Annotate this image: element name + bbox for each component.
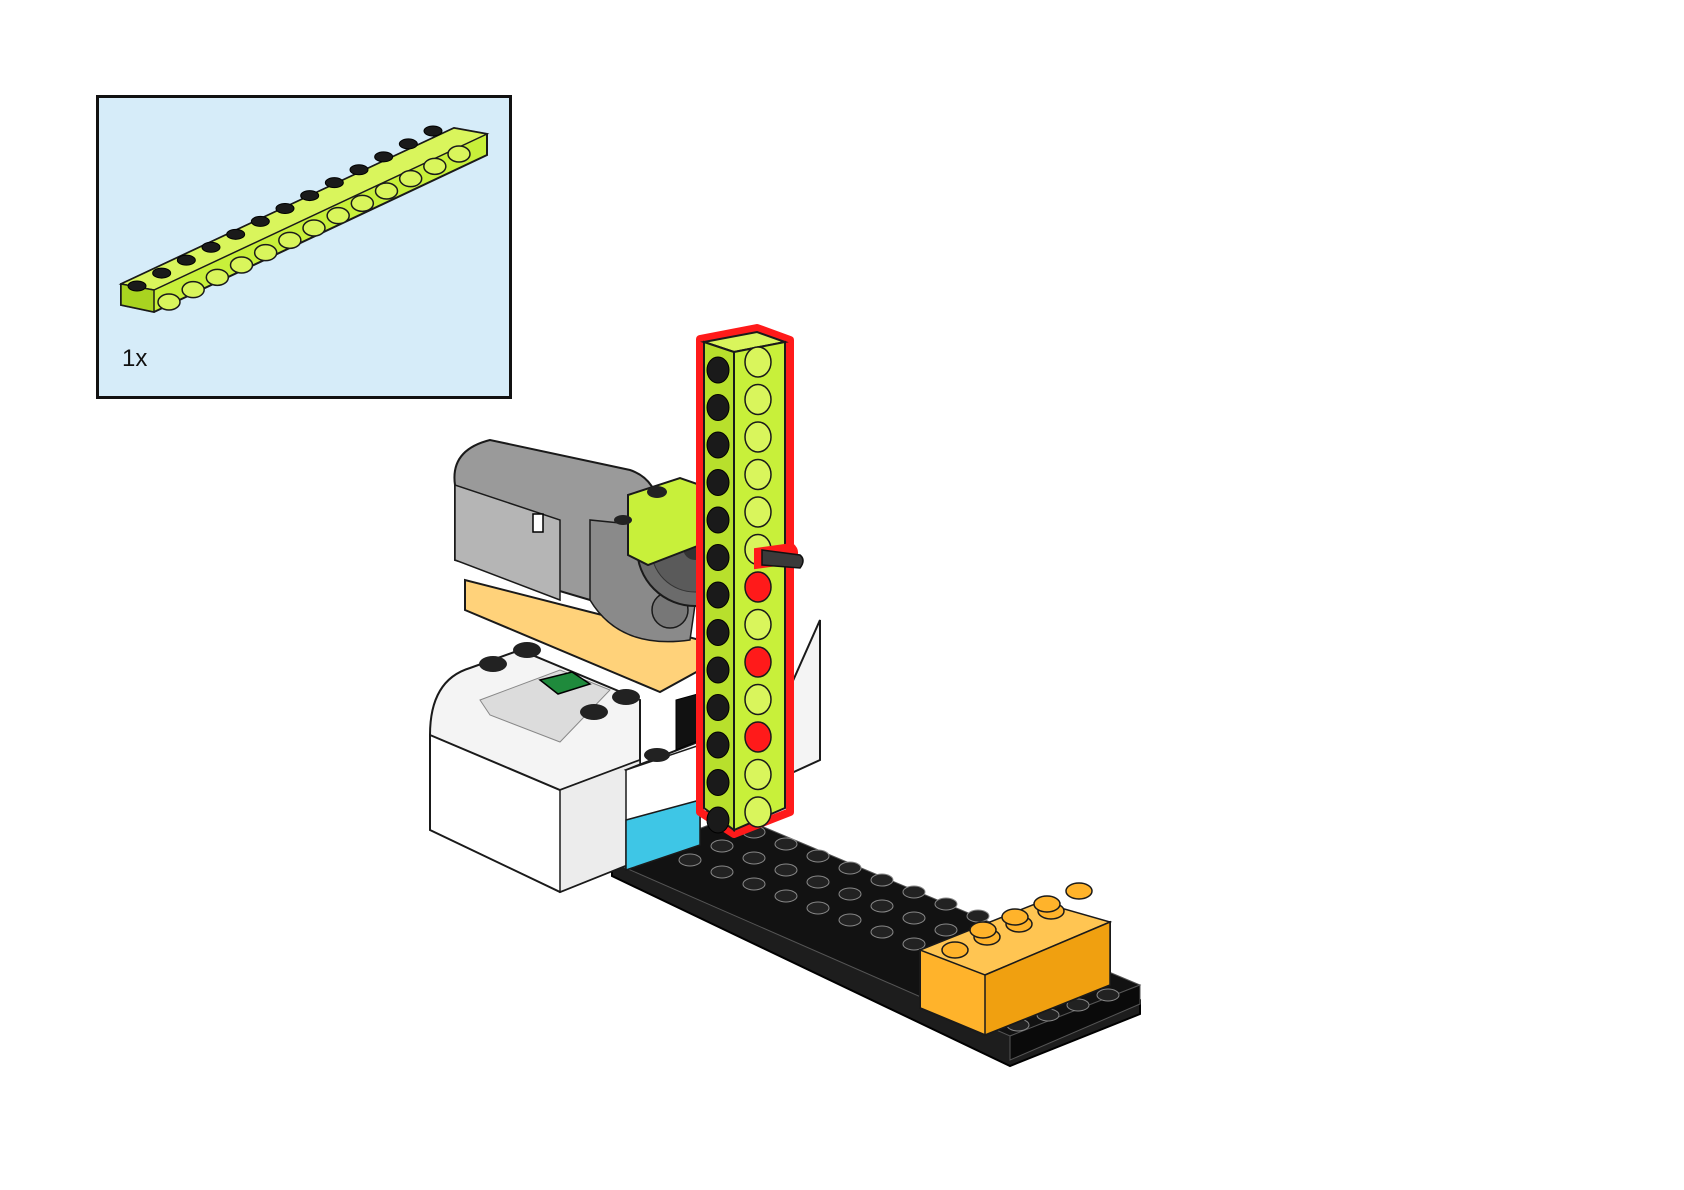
beam-stud xyxy=(226,228,246,240)
beam-stud xyxy=(127,280,147,292)
plate-stud xyxy=(902,911,926,925)
beam-hole xyxy=(157,293,181,311)
beam-stud xyxy=(706,544,730,571)
plate-stud xyxy=(774,863,798,877)
beam-hole xyxy=(278,231,302,250)
beam-stud xyxy=(706,769,730,796)
beam-hole xyxy=(374,182,399,200)
plate-stud xyxy=(934,923,958,937)
plate-stud xyxy=(774,837,798,851)
plate-stud xyxy=(710,839,734,853)
brick-stud xyxy=(1065,882,1093,900)
plate-stud xyxy=(838,887,862,901)
plate-stud xyxy=(838,861,862,875)
brick-stud xyxy=(1001,908,1029,926)
beam-stud xyxy=(706,469,730,496)
beam-stud xyxy=(398,138,418,150)
beam-stud xyxy=(706,731,730,759)
beam-hole xyxy=(447,145,471,163)
beam-stud xyxy=(706,694,730,721)
beam-hole xyxy=(398,169,423,188)
beam-hole xyxy=(744,571,772,603)
beam-stud xyxy=(706,356,730,384)
plate-stud xyxy=(902,885,926,899)
beam-hole xyxy=(744,458,772,491)
beam-stud xyxy=(706,431,730,459)
beam-hole xyxy=(326,206,350,225)
beam-hole xyxy=(205,268,230,287)
beam-stud xyxy=(423,125,443,137)
plate-stud xyxy=(1096,988,1120,1002)
plate-stud xyxy=(742,851,766,865)
plate-stud xyxy=(838,913,862,927)
beam-stud xyxy=(706,806,730,834)
beam-hole xyxy=(744,496,772,528)
technic-beam-icon xyxy=(118,125,490,314)
motor xyxy=(453,438,701,643)
plate-stud xyxy=(806,875,830,889)
beam-stud xyxy=(349,164,369,176)
beam-hole xyxy=(253,243,278,262)
plate-stud xyxy=(870,925,894,939)
plate-stud xyxy=(806,901,830,915)
beam-hole xyxy=(181,280,205,299)
plate-stud xyxy=(710,865,734,879)
part-quantity: 1x xyxy=(122,345,148,372)
beam-hole xyxy=(744,796,772,828)
beam-stud xyxy=(152,267,172,279)
beam-hole xyxy=(423,157,447,176)
beam-hole xyxy=(744,346,772,378)
orange-brick xyxy=(917,882,1113,1037)
plate-stud xyxy=(934,897,958,911)
highlighted-technic-beam xyxy=(696,324,794,838)
beam-hole xyxy=(350,194,375,213)
brick-stud xyxy=(1033,895,1061,913)
plate-stud xyxy=(870,899,894,913)
beam-hole xyxy=(744,646,772,678)
beam-hole xyxy=(744,683,772,716)
beam-hole xyxy=(744,421,772,453)
beam-stud xyxy=(176,254,196,266)
beam-hole xyxy=(744,721,772,753)
beam-hole xyxy=(229,256,254,274)
plate-stud xyxy=(678,853,702,867)
beam-hole xyxy=(744,758,772,791)
plate-stud xyxy=(870,873,894,887)
beam-stud xyxy=(706,394,730,421)
plate-stud xyxy=(806,849,830,863)
brick-stud xyxy=(969,921,997,939)
beam-stud xyxy=(300,190,320,202)
beam-stud xyxy=(706,506,730,534)
beam-stud xyxy=(250,215,270,227)
plate-stud xyxy=(902,937,926,951)
beam-stud xyxy=(201,241,221,253)
beam-stud xyxy=(706,619,730,646)
plate-stud xyxy=(774,889,798,903)
plate-stud xyxy=(1066,998,1090,1012)
plate-stud xyxy=(742,877,766,891)
beam-hole xyxy=(302,219,326,237)
plate-stud xyxy=(966,909,990,923)
beam-hole xyxy=(744,383,772,416)
axle-peg xyxy=(754,542,804,570)
beam-hole xyxy=(744,608,772,641)
beam-stud xyxy=(275,203,295,214)
beam-stud xyxy=(706,581,730,609)
beam-stud xyxy=(324,177,344,189)
beam-stud xyxy=(374,151,394,163)
beam-stud xyxy=(706,656,730,684)
parts-callout: 1x xyxy=(96,95,512,399)
brick-stud xyxy=(941,941,969,959)
